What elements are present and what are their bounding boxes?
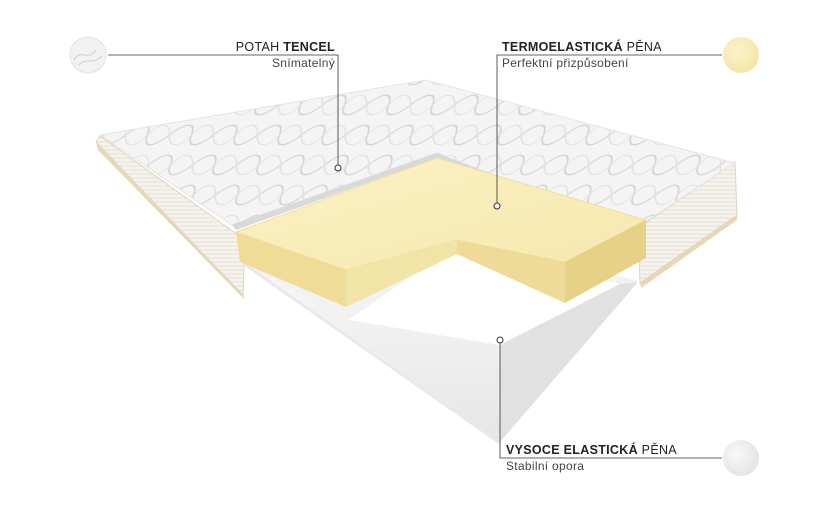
cover-marker-dot	[334, 164, 342, 172]
base-leader-line	[499, 340, 722, 459]
memory-foam	[234, 157, 648, 307]
base-foam-label-title: VYSOCE ELASTICKÁ PĚNA	[506, 443, 677, 457]
base-foam-label-subtitle: Stabilní opora	[506, 459, 585, 473]
white-foam-icon	[723, 440, 759, 476]
memory-foam-label-title: TERMOELASTICKÁ PĚNA	[502, 40, 662, 54]
cover-label-subtitle: Snímatelný	[271, 56, 335, 70]
cover-leader-line	[108, 54, 339, 168]
quilted-fabric-icon	[69, 36, 107, 74]
base-marker-dot	[496, 336, 504, 344]
memory-foam-label-subtitle: Perfektní přizpůsobení	[502, 56, 629, 70]
yellow-foam-icon	[723, 37, 759, 73]
leader-lines	[108, 54, 722, 459]
cover-label: POTAH TENCEL Snímatelný	[200, 40, 335, 71]
cover-label-title: POTAH TENCEL	[235, 40, 335, 54]
memory-leader-line	[496, 54, 722, 206]
memory-foam-label: TERMOELASTICKÁ PĚNA Perfektní přizpůsobe…	[502, 40, 662, 71]
base-foam-label: VYSOCE ELASTICKÁ PĚNA Stabilní opora	[506, 443, 677, 474]
memory-marker-dot	[493, 202, 501, 210]
